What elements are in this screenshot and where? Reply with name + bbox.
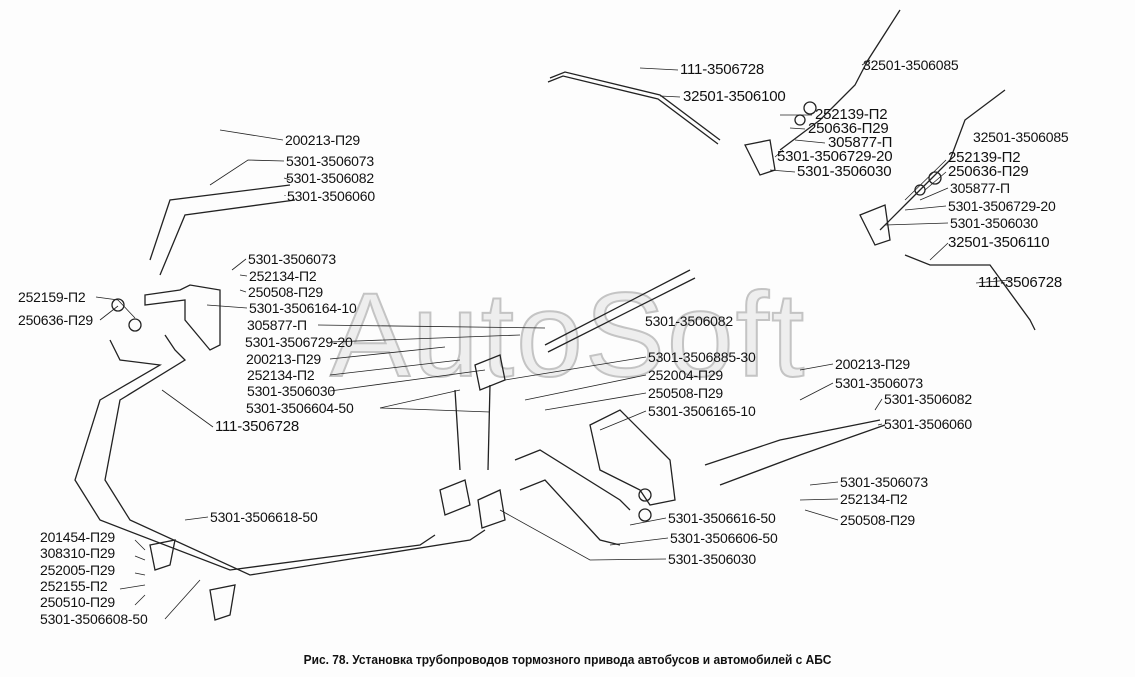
part-label: 5301-3506606-50 xyxy=(670,530,778,546)
part-label: 200213-П29 xyxy=(835,356,911,372)
part-label: 250636-П29 xyxy=(18,312,94,328)
part-label: 250508-П29 xyxy=(648,385,724,401)
part-label: 252004-П29 xyxy=(648,367,724,383)
brake-pipes xyxy=(74,9,1036,576)
part-label: 5301-3506073 xyxy=(248,251,336,267)
part-label: 250510-П29 xyxy=(40,594,116,610)
part-label: 5301-3506030 xyxy=(950,215,1038,231)
part-label: 5301-3506082 xyxy=(884,391,972,407)
part-label: 5301-3506885-30 xyxy=(648,349,756,365)
part-label: 5301-3506030 xyxy=(668,551,756,567)
part-label: 5301-3506073 xyxy=(286,153,374,169)
part-label: 5301-3506060 xyxy=(884,416,972,432)
part-label: 111-3506728 xyxy=(215,418,299,435)
part-label: 252005-П29 xyxy=(40,562,116,578)
part-label: 252134-П2 xyxy=(247,367,315,383)
part-label: 252155-П2 xyxy=(40,578,108,594)
figure-caption: Рис. 78. Установка трубопроводов тормозн… xyxy=(303,652,832,667)
part-label: 5301-3506729-20 xyxy=(777,148,893,165)
part-label: 32501-3506100 xyxy=(683,88,786,105)
part-label: 5301-3506060 xyxy=(287,188,375,204)
part-label: 5301-3506729-20 xyxy=(245,334,353,350)
part-label: 5301-3506073 xyxy=(840,474,928,490)
part-label: 5301-3506165-10 xyxy=(648,403,756,419)
part-label: 5301-3506082 xyxy=(286,170,374,186)
leader-lines xyxy=(95,59,1011,620)
part-label: 32501-3506085 xyxy=(863,57,959,73)
part-label: 250636-П29 xyxy=(808,120,889,137)
part-label: 252159-П2 xyxy=(18,289,86,305)
part-label: 252139-П2 xyxy=(948,149,1021,166)
part-label: 5301-3506164-10 xyxy=(249,300,357,316)
part-label: 111-3506728 xyxy=(978,274,1062,291)
watermark: AutoSoft xyxy=(329,268,807,402)
part-label: 305877-П xyxy=(950,180,1010,196)
part-label: 201454-П29 xyxy=(40,529,116,545)
part-label: 252134-П2 xyxy=(840,491,908,507)
part-label: 200213-П29 xyxy=(285,132,361,148)
part-label: 5301-3506608-50 xyxy=(40,611,148,627)
part-label: 111-3506728 xyxy=(680,61,764,78)
part-label: 5301-3506073 xyxy=(835,375,923,391)
part-label: 305877-П xyxy=(247,317,307,333)
part-label: 5301-3506604-50 xyxy=(246,400,354,416)
part-label: 5301-3506729-20 xyxy=(948,198,1056,214)
part-label: 32501-3506110 xyxy=(948,234,1050,251)
part-label: 5301-3506082 xyxy=(645,313,733,329)
part-label: 250508-П29 xyxy=(840,512,916,528)
part-label: 32501-3506085 xyxy=(973,129,1069,145)
part-label: 252139-П2 xyxy=(815,106,888,123)
part-label: 308310-П29 xyxy=(40,545,116,561)
part-label: 252134-П2 xyxy=(249,268,317,284)
part-label: 305877-П xyxy=(828,134,893,151)
part-label: 250636-П29 xyxy=(948,163,1029,180)
part-label: 5301-3506030 xyxy=(797,163,892,180)
part-label: 5301-3506616-50 xyxy=(668,510,776,526)
part-label: 200213-П29 xyxy=(246,351,322,367)
part-label: 5301-3506030 xyxy=(247,383,335,399)
part-label: 5301-3506618-50 xyxy=(210,509,318,525)
part-label: 250508-П29 xyxy=(248,284,324,300)
